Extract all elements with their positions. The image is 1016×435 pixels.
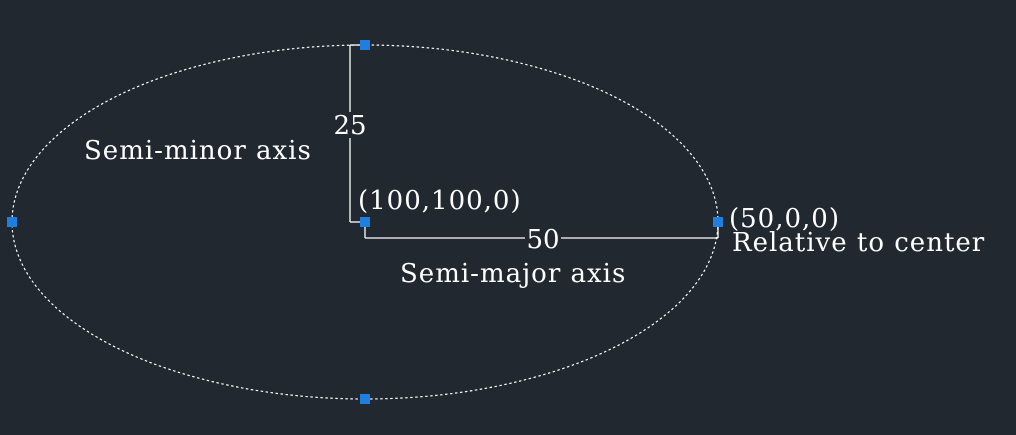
- minor-dimension-value: 25: [333, 111, 366, 141]
- endpoint-label: (50,0,0): [729, 204, 840, 234]
- semi-minor-axis-label: Semi-minor axis: [84, 136, 312, 166]
- grip-center[interactable]: [360, 217, 370, 227]
- grip-bottom[interactable]: [360, 394, 370, 404]
- minor-dimension[interactable]: 25: [333, 44, 367, 223]
- relative-to-center-note: Relative to center: [732, 228, 985, 258]
- center-point-label: (100,100,0): [358, 186, 522, 216]
- grip-left[interactable]: [7, 217, 17, 227]
- major-dimension-value: 50: [526, 225, 559, 255]
- grip-right[interactable]: [713, 217, 723, 227]
- major-dimension[interactable]: 50: [364, 222, 719, 255]
- grip-top[interactable]: [360, 40, 370, 50]
- semi-major-axis-label: Semi-major axis: [400, 259, 626, 289]
